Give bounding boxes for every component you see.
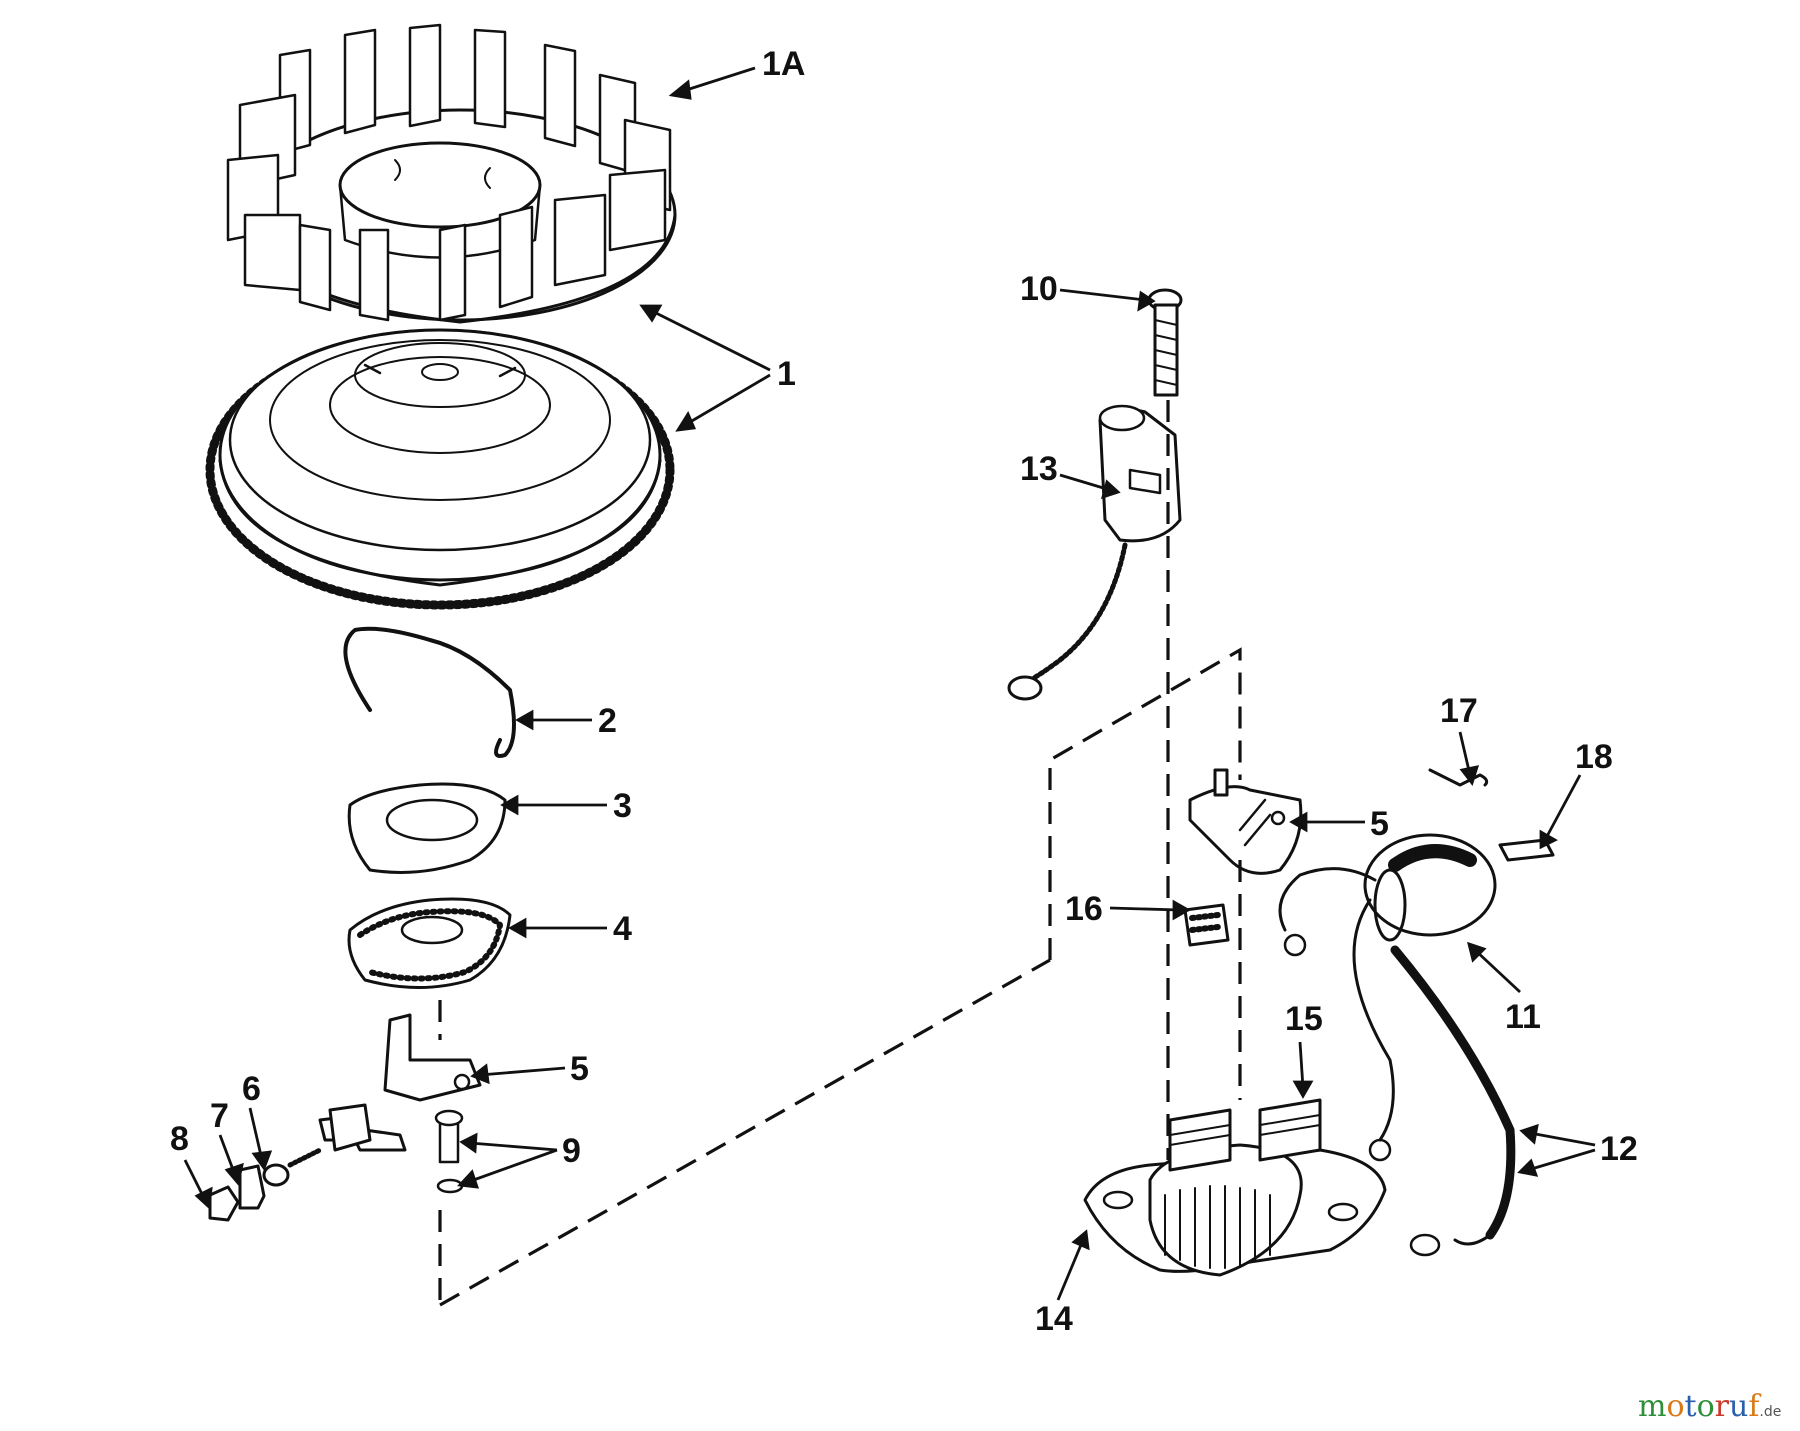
watermark: motoruf.de (1638, 1389, 1781, 1424)
leader-arrows (183, 66, 1596, 1301)
gasket (347, 897, 512, 989)
watermark-logo: motoruf.de (1638, 1389, 1781, 1424)
callout-9: 9 (562, 1132, 581, 1170)
screw-set (208, 1147, 323, 1222)
spring-clip (343, 626, 516, 758)
callout-3: 3 (613, 787, 632, 825)
callout-18: 18 (1575, 738, 1613, 776)
spring-wire (1428, 768, 1489, 787)
callout-8: 8 (170, 1120, 189, 1158)
breaker-cover (347, 782, 507, 874)
condenser-screw (1147, 288, 1183, 397)
bracket-plate (1188, 768, 1303, 875)
callout-11: 11 (1505, 998, 1541, 1036)
assembly-lines (438, 400, 1242, 1307)
condenser (1007, 404, 1182, 701)
flywheel (205, 328, 675, 610)
ignition-coil (1278, 833, 1516, 1257)
callout-10: 10 (1020, 270, 1058, 308)
callout-15: 15 (1285, 1000, 1323, 1038)
callout-5-right: 5 (1370, 805, 1389, 843)
felt-pad (1183, 903, 1230, 947)
breaker-arm (318, 1013, 482, 1152)
callout-2: 2 (598, 702, 617, 740)
callout-14: 14 (1035, 1300, 1073, 1338)
callout-16: 16 (1065, 890, 1103, 928)
callout-6: 6 (242, 1070, 261, 1108)
cooling-fan (226, 23, 677, 324)
callout-4: 4 (613, 910, 632, 948)
bolt-washer (434, 1109, 464, 1194)
callout-7: 7 (210, 1097, 229, 1135)
callout-12: 12 (1600, 1130, 1638, 1168)
callout-17: 17 (1440, 692, 1478, 730)
callout-1: 1 (777, 355, 796, 393)
callout-5-left: 5 (570, 1050, 589, 1088)
callout-13: 13 (1020, 450, 1058, 488)
callout-1A: 1A (762, 45, 805, 83)
armature-base (1083, 1098, 1387, 1277)
